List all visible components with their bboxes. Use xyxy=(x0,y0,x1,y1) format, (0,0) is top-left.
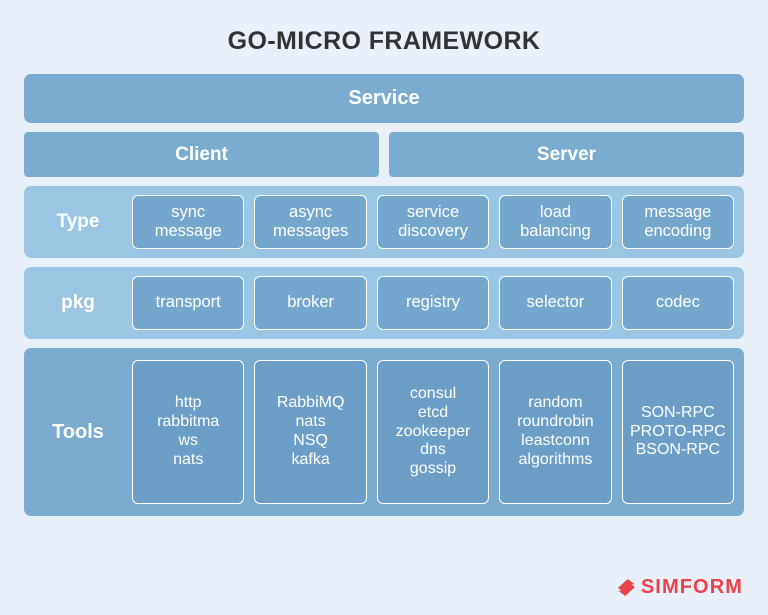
layer-type-label: Type xyxy=(56,211,100,232)
layer-type: Type sync message async messages service… xyxy=(24,186,744,258)
pkg-cell-transport: transport xyxy=(132,276,245,330)
cell-text: RabbiMQ nats NSQ kafka xyxy=(276,394,345,468)
layer-tools-cells: http rabbitma ws nats RabbiMQ nats NSQ k… xyxy=(132,360,744,504)
server-label: Server xyxy=(536,143,597,165)
cell-text: SON-RPC PROTO-RPC BSON-RPC xyxy=(629,403,726,459)
framework-stack: Service Client Server Type sync message … xyxy=(24,54,744,516)
tools-cell-transport: http rabbitma ws nats xyxy=(132,360,245,504)
layer-pkg-label: pkg xyxy=(61,292,95,313)
cell-text: selector xyxy=(526,293,585,312)
cell-text: service discovery xyxy=(398,202,468,240)
pkg-cell-broker: broker xyxy=(254,276,367,330)
cell-text: load balancing xyxy=(520,202,591,240)
layer-pkg: pkg transport broker registry selector c… xyxy=(24,267,744,339)
service-bar: Service xyxy=(24,74,744,123)
cell-text: sync message xyxy=(154,202,222,240)
client-label: Client xyxy=(175,143,228,165)
type-cell-message-encoding: message encoding xyxy=(621,195,735,249)
cell-text: codec xyxy=(655,293,700,312)
simform-wordmark: SIMFORM xyxy=(640,576,743,598)
cell-text: consul etcd zookeeper dns gossip xyxy=(395,384,471,478)
type-cell-load-balancing: load balancing xyxy=(499,195,612,249)
simform-logo-icon xyxy=(617,578,635,596)
type-cell-service-discovery: service discovery xyxy=(376,195,490,249)
pkg-cell-registry: registry xyxy=(376,276,490,330)
cell-text: async messages xyxy=(273,202,349,240)
pkg-cell-codec: codec xyxy=(621,276,735,330)
tools-cell-registry: consul etcd zookeeper dns gossip xyxy=(376,360,490,504)
cell-text: message encoding xyxy=(644,202,712,240)
cell-text: broker xyxy=(287,293,334,312)
type-cell-async-messages: async messages xyxy=(254,195,367,249)
cell-text: http rabbitma ws nats xyxy=(157,394,220,468)
tools-cell-selector: random roundrobin leastconn algorithms xyxy=(499,360,612,504)
tools-cell-broker: RabbiMQ nats NSQ kafka xyxy=(254,360,367,504)
client-bar: Client xyxy=(24,132,379,177)
layer-tools-label: Tools xyxy=(52,420,104,443)
pkg-cell-selector: selector xyxy=(499,276,612,330)
cell-text: transport xyxy=(155,293,221,312)
server-bar: Server xyxy=(389,132,744,177)
simform-logo: SIMFORM xyxy=(617,577,743,597)
layer-tools: Tools http rabbitma ws nats RabbiMQ nats… xyxy=(24,348,744,516)
cell-text: random roundrobin leastconn algorithms xyxy=(517,394,594,468)
cell-text: registry xyxy=(405,293,461,312)
layer-pkg-cells: transport broker registry selector codec xyxy=(132,276,744,330)
tools-cell-codec: SON-RPC PROTO-RPC BSON-RPC xyxy=(621,360,735,504)
layer-type-cells: sync message async messages service disc… xyxy=(132,195,744,249)
service-label: Service xyxy=(348,87,420,109)
page-title: GO-MICRO FRAMEWORK xyxy=(227,27,541,55)
client-server-row: Client Server xyxy=(24,132,744,177)
type-cell-sync-message: sync message xyxy=(132,195,245,249)
